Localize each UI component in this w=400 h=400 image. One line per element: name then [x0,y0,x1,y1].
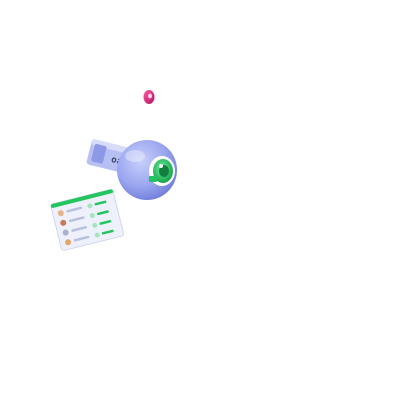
user-list-card [50,189,124,251]
list-item [60,210,109,226]
avatar [57,210,64,217]
avatar [60,219,67,226]
avatar [62,229,69,236]
avatar [65,239,72,246]
location-pin-icon [143,90,155,104]
list-item [57,200,107,217]
list-item [62,219,112,236]
list-item [65,229,114,246]
eye-icon [117,140,177,200]
